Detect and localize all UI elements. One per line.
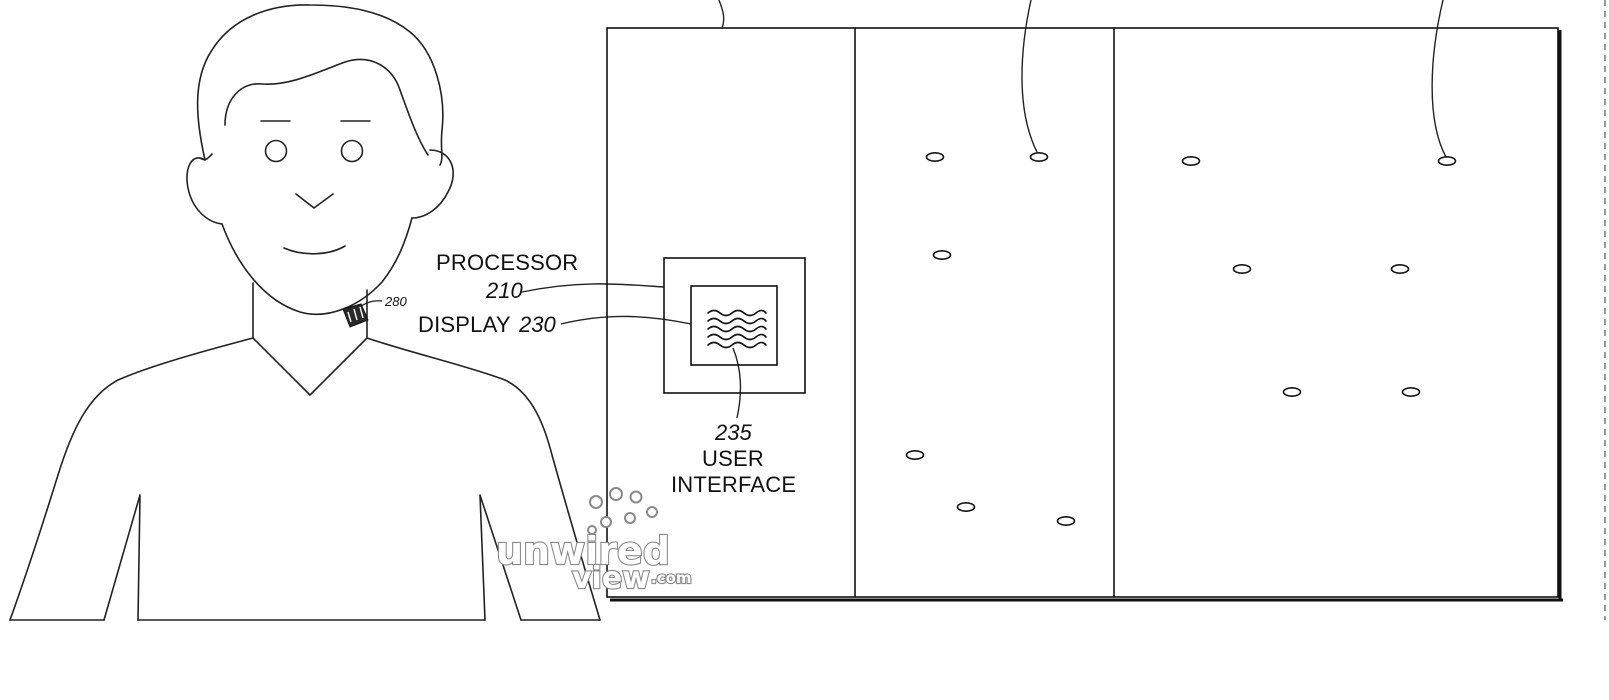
electrode — [1232, 263, 1252, 274]
processor-label: PROCESSOR — [436, 250, 578, 275]
top-leader-left — [718, 0, 725, 29]
watermark-word-1: unwired — [496, 529, 670, 573]
ui-ref-label: 235 — [714, 420, 752, 445]
left-ear — [186, 157, 223, 225]
processor-ref-label: 210 — [485, 278, 523, 303]
electrode — [1437, 156, 1457, 167]
display-label: DISPLAY — [418, 312, 511, 337]
neck-sensor — [342, 300, 383, 328]
right-ear — [411, 149, 454, 219]
electrode — [1401, 386, 1421, 397]
right-arm-fold — [479, 494, 522, 621]
ui-leader — [732, 347, 742, 419]
mouth — [283, 245, 346, 255]
right-eye — [340, 139, 364, 163]
ui-label-line1: USER — [702, 446, 764, 471]
electrode — [1056, 515, 1076, 526]
hair-inner — [224, 58, 429, 156]
nose — [295, 193, 334, 209]
electrode — [932, 250, 952, 261]
user-interface-waves — [707, 309, 767, 349]
left-arm-fold — [103, 494, 141, 621]
electrodes — [905, 152, 1457, 526]
watermark-word-2: view — [572, 561, 650, 596]
left-eye — [264, 139, 288, 163]
electrode — [905, 449, 925, 460]
electrode — [1029, 152, 1049, 163]
display-ref-label: 230 — [518, 312, 556, 337]
torso-right — [366, 337, 601, 621]
watermark-suffix: .com — [651, 569, 692, 587]
processor-box — [663, 257, 806, 394]
device-outline — [606, 27, 1559, 598]
display-leader — [560, 315, 692, 325]
face-jaw — [221, 217, 413, 316]
electrode — [1282, 386, 1302, 397]
display-box — [690, 285, 778, 366]
electrode — [1390, 263, 1410, 274]
hair — [196, 4, 444, 166]
sensor-ref-label: 280 — [384, 294, 407, 309]
top-leader-right — [1431, 0, 1447, 158]
person-figure — [9, 4, 601, 621]
torso-left — [9, 337, 254, 621]
ui-label-line2: INTERFACE — [671, 472, 796, 497]
electrode — [925, 152, 945, 163]
collar — [252, 337, 368, 396]
electrode — [1181, 156, 1201, 167]
watermark-logo: unwired view .com — [495, 487, 693, 597]
processor-leader — [521, 283, 665, 293]
top-leader-middle — [1021, 0, 1038, 153]
device-panels — [606, 27, 1563, 602]
electrode — [956, 501, 976, 512]
